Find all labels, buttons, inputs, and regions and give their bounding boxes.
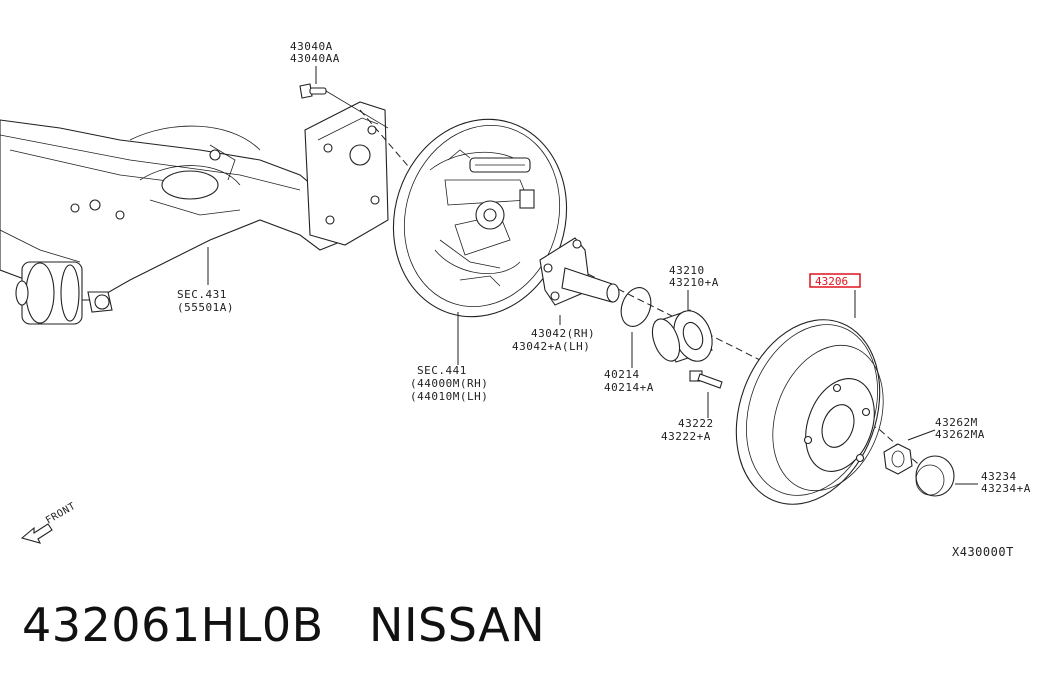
hub-bolt [689,370,723,389]
label-spindle-lh: 43042+A(LH) [512,340,590,353]
highlighted-part-box [809,273,861,288]
label-snap-ring-2: 40214+A [604,381,654,394]
label-axle-sec: SEC.431 [177,288,227,301]
rear-axle-beam [0,119,346,325]
drawing-code: X430000T [952,545,1014,559]
hub-nut [883,443,913,475]
part-number: 432061HL0B [22,598,324,652]
label-backplate-rh: (44000M(RH) [410,377,488,390]
label-bearing-1: 43210 [669,264,705,277]
label-mount-bolt-1: 43040A [290,40,333,53]
label-snap-ring-1: 40214 [604,368,640,381]
label-mount-bolt-2: 43040AA [290,52,340,65]
label-nut-2: 43262MA [935,428,985,441]
axle-spindle [539,237,620,306]
front-arrow-label: FRONT [44,501,78,527]
label-axle-ref: (55501A) [177,301,234,314]
wheel-bearing [651,309,713,363]
parts-diagram: 43040A 43040AA SEC.431 (55501A) SEC.441 … [0,40,1031,559]
label-bearing-2: 43210+A [669,276,719,289]
label-backplate-lh: (44010M(LH) [410,390,488,403]
grease-cap [915,455,955,497]
brand-name: NISSAN [369,598,546,652]
mount-bolt [299,66,389,129]
mount-bracket [304,101,389,246]
label-spindle-rh: 43042(RH) [531,327,595,340]
label-cap-2: 43234+A [981,482,1031,495]
front-arrow [20,523,53,544]
brake-drum [735,319,884,505]
label-backplate-sec: SEC.441 [417,364,467,377]
footer-title: 432061HL0B NISSAN [22,598,545,652]
snap-ring [620,287,652,327]
label-hub-bolt-2: 43222+A [661,430,711,443]
leader-lines [207,247,978,485]
label-hub-bolt-1: 43222 [678,417,714,430]
label-nut-1: 43262M [935,416,978,429]
brake-back-plate [392,118,568,318]
label-brake-drum: 43206 [815,275,848,288]
label-cap-1: 43234 [981,470,1017,483]
